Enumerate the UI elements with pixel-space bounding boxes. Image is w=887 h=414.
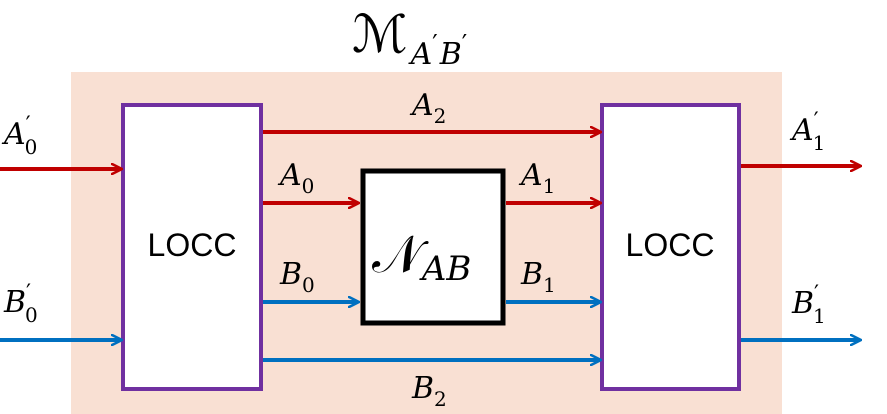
locc-left-block <box>121 103 263 391</box>
locc-left-label: LOCC <box>148 227 237 263</box>
channel-subscript: AB <box>419 249 472 289</box>
title-subscript-b: B <box>439 37 462 72</box>
title-subscript-b-prime: ′ <box>462 30 467 58</box>
label-a1: A1 <box>518 158 555 198</box>
label-b0: B0 <box>279 257 315 297</box>
label-b1-prime: B′1 <box>791 282 826 328</box>
channel-block <box>360 168 506 326</box>
locc-right-block <box>600 103 741 391</box>
label-a0-prime: A′0 <box>1 113 37 159</box>
label-b0-prime: B′0 <box>3 281 38 327</box>
label-b1: B1 <box>520 257 556 297</box>
title-subscript-a: A <box>408 37 433 72</box>
channel-symbol: 𝒩 <box>372 225 429 285</box>
title-subscript-a-prime: ′ <box>432 30 437 58</box>
label-b2: B2 <box>411 371 447 411</box>
label-a2: A2 <box>409 88 446 128</box>
label-a1-prime: A′1 <box>789 109 825 155</box>
channel-label: 𝒩AB <box>372 225 471 289</box>
title-symbol: ℳ <box>352 5 408 65</box>
label-a0: A0 <box>277 158 314 198</box>
locc-right-label: LOCC <box>626 227 715 263</box>
